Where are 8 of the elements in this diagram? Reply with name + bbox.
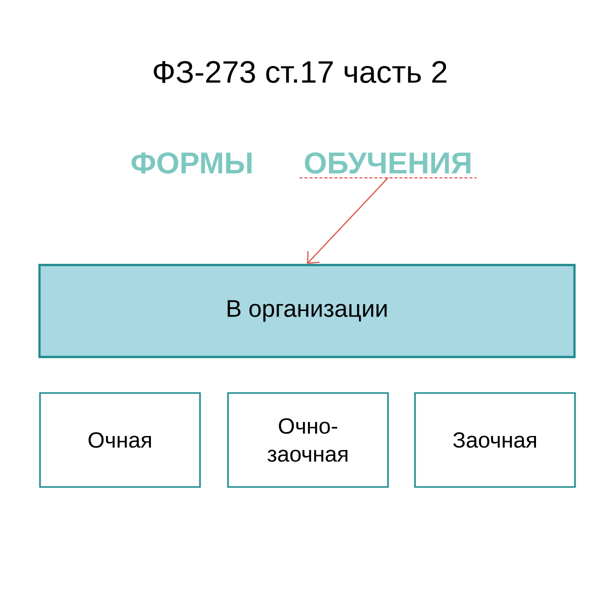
heading-word: ФОРМЫ <box>132 152 252 174</box>
process-box: Очная <box>39 392 201 488</box>
process-box: Очно- заочная <box>227 392 389 488</box>
arrow <box>307 177 388 264</box>
process-box: В организации <box>38 264 576 358</box>
process-box: Заочная <box>414 392 576 488</box>
underlined-heading-word: ОБУЧЕНИЯ <box>299 152 477 178</box>
title: ФЗ-273 ст.17 часть 2 <box>154 61 446 83</box>
